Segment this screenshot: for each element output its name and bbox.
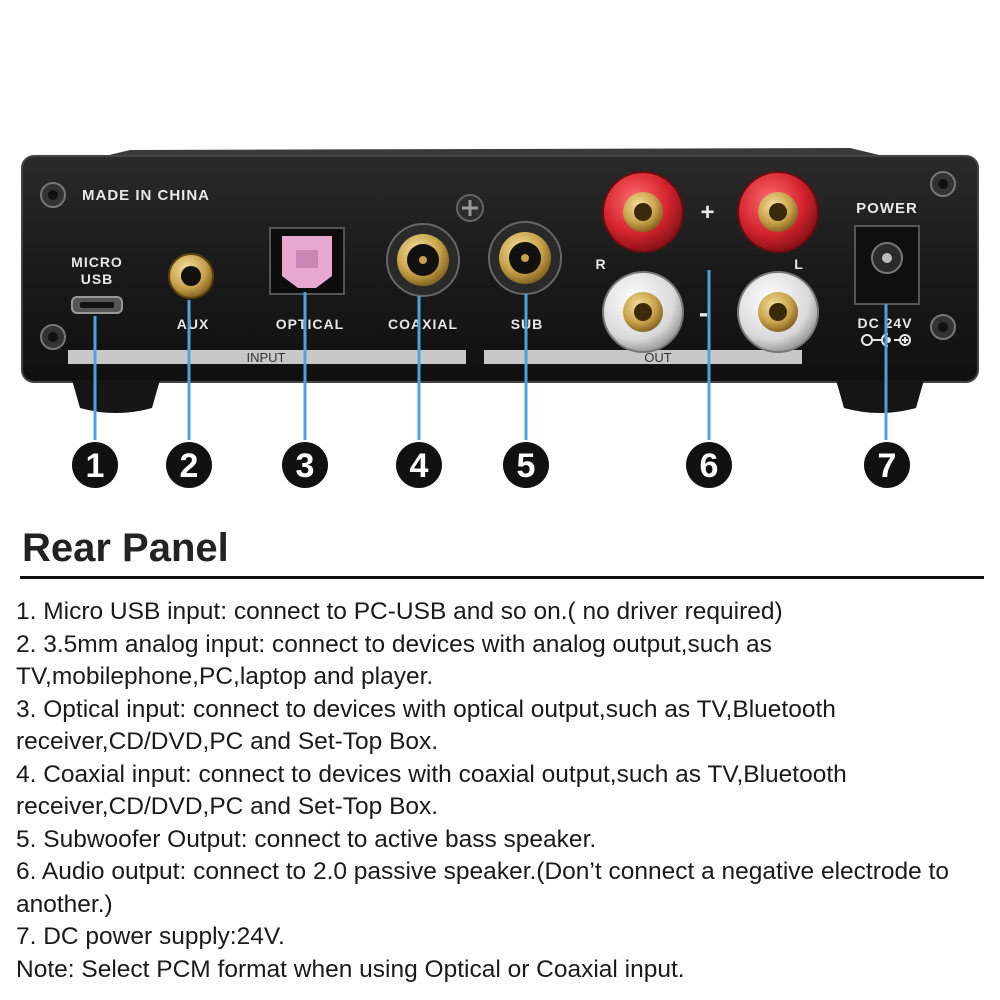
- amplifier-rear-panel-photo: MADE IN CHINA MICRO USB AUX OPTICAL COAX…: [21, 148, 979, 488]
- callout-badge-3: 3: [282, 442, 328, 488]
- screw-icon: [40, 324, 66, 350]
- input-group-label: INPUT: [247, 350, 286, 365]
- svg-text:1: 1: [86, 447, 105, 485]
- screw-icon: [930, 314, 956, 340]
- svg-text:3: 3: [296, 447, 315, 485]
- list-item: 1. Micro USB input: connect to PC-USB an…: [16, 598, 783, 625]
- callout-badge-4: 4: [396, 442, 442, 488]
- screw-icon: [930, 171, 956, 197]
- list-item: 5. Subwoofer Output: connect to active b…: [16, 825, 597, 853]
- dc-polarity-icon: [861, 333, 911, 347]
- description-list: 1. Micro USB input: connect to PC-USB an…: [16, 596, 991, 986]
- svg-text:7: 7: [878, 447, 897, 485]
- list-item: 7. DC power supply:24V.: [16, 923, 285, 950]
- callout-badge-2: 2: [166, 442, 212, 488]
- section-title: Rear Panel: [22, 526, 229, 570]
- list-item: 2. 3.5mm analog input: connect to device…: [16, 630, 772, 691]
- screw-icon: [40, 182, 66, 208]
- right-negative-terminal: [602, 271, 684, 353]
- micro-usb-label: USB: [81, 271, 114, 287]
- minus-label: -: [699, 297, 709, 328]
- svg-text:6: 6: [700, 447, 719, 485]
- out-group-label: OUT: [644, 350, 672, 365]
- optical-label: OPTICAL: [276, 316, 344, 332]
- aux-label: AUX: [177, 316, 210, 332]
- callout-badge-5: 5: [503, 442, 549, 488]
- power-label: POWER: [856, 200, 918, 217]
- right-channel-label: R: [595, 256, 606, 272]
- svg-text:2: 2: [180, 447, 199, 485]
- micro-usb-label: MICRO: [71, 254, 123, 270]
- callout-badge-1: 1: [72, 442, 118, 488]
- list-item: Note: Select PCM format when using Optic…: [16, 955, 685, 983]
- callout-badge-6: 6: [686, 442, 732, 488]
- input-group-bar: [68, 350, 466, 364]
- svg-text:5: 5: [517, 447, 536, 485]
- ground-screw-icon: [456, 194, 484, 222]
- left-positive-terminal: [737, 171, 819, 253]
- list-item: 3. Optical input: connect to devices wit…: [16, 695, 836, 756]
- list-item: 6. Audio output: connect to 2.0 passive …: [16, 858, 949, 918]
- right-positive-terminal: [602, 171, 684, 253]
- callout-badge-7: 7: [864, 442, 910, 488]
- made-in-label: MADE IN CHINA: [82, 187, 210, 204]
- coaxial-label: COAXIAL: [388, 316, 458, 332]
- section-divider: [20, 576, 984, 579]
- left-channel-label: L: [794, 256, 804, 272]
- right-foot: [836, 380, 924, 413]
- plus-label: +: [700, 199, 715, 226]
- out-group-bar: [484, 350, 802, 364]
- list-item: 4. Coaxial input: connect to devices wit…: [16, 760, 847, 821]
- svg-text:4: 4: [410, 447, 429, 485]
- left-negative-terminal: [737, 271, 819, 353]
- left-foot: [72, 380, 160, 413]
